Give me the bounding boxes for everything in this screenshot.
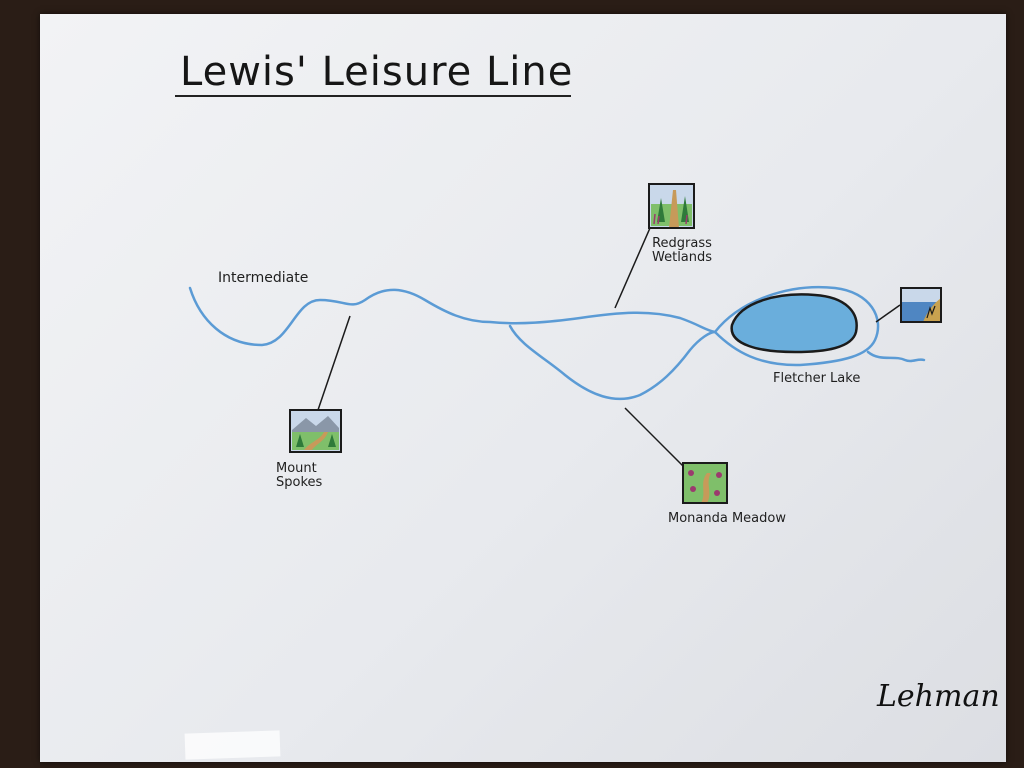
mountain-icon [289,409,342,453]
trail-east-stream [866,350,926,363]
lake-icon [900,287,942,323]
paper-sheet [40,14,1006,762]
title-underline [175,95,571,97]
leader-monarda [624,407,688,471]
poi-label-line: Mount [276,461,317,476]
poi-label-line: Spokes [276,475,323,491]
poi-label-fletcher-lake: Fletcher Lake [773,371,861,386]
leader-mount [317,315,351,411]
poi-label-line: Redgrass [652,236,712,251]
leader-fletcher [875,304,901,323]
trail-main [188,286,717,347]
poi-label-mount-spokes: Mount Spokes [276,461,323,491]
poi-label-monanda-meadow: Monanda Meadow [668,511,786,526]
poi-label-line: Wetlands [652,250,713,266]
poi-label-line: Monanda Meadow [668,511,786,526]
fletcher-lake [730,293,858,354]
wetland-icon [648,183,695,229]
map-title: Lewis' Leisure Line [180,49,574,95]
trail-lower-loop [508,324,717,401]
trail-lake-outer [713,285,880,367]
trail-difficulty-label: Intermediate [218,270,309,286]
meadow-icon [682,462,728,504]
artist-signature: Lehman [877,679,1000,714]
poi-label-line: Fletcher Lake [773,371,861,386]
leader-redgrass [614,227,651,309]
poi-label-redgrass-wetlands: Redgrass Wetlands [652,236,713,266]
